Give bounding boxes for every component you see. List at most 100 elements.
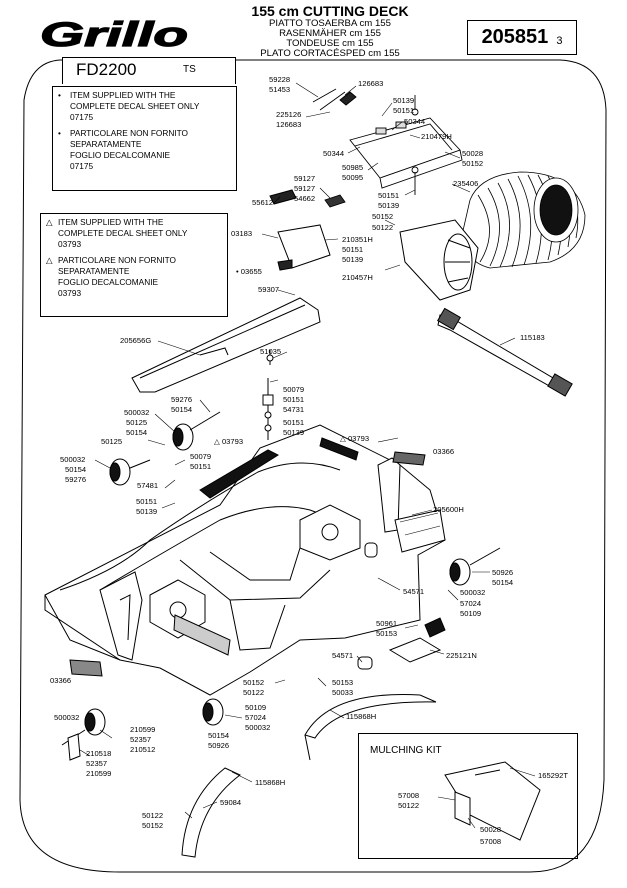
callout: 50151 — [378, 191, 400, 200]
drive-shaft — [437, 307, 573, 397]
callout: 210599 — [130, 725, 156, 734]
note-line: 03793 — [58, 288, 82, 299]
skid-plate — [388, 637, 442, 663]
note-decal-03793: △ ITEM SUPPLIED WITH THE COMPLETE DECAL … — [40, 213, 228, 317]
decal-03366-rear — [392, 451, 426, 466]
callout: △ 03793 — [214, 437, 244, 446]
callout: 57024 — [245, 713, 267, 722]
callout: 205600H — [433, 505, 464, 514]
callout: 50122 — [398, 801, 420, 810]
callout: 50344 — [404, 117, 426, 126]
callout: 50152 — [372, 212, 394, 221]
callout: 50961 — [376, 619, 398, 628]
callout: 59127 — [294, 174, 316, 183]
callout: 57481 — [137, 481, 159, 490]
callout: 500032 — [54, 713, 80, 722]
callout: 50152 — [243, 678, 265, 687]
callout: 225121N — [446, 651, 477, 660]
callout: 50151 — [283, 418, 305, 427]
callout: 210351H — [342, 235, 373, 244]
callout: 50122 — [142, 811, 164, 820]
callout: 210479H — [421, 132, 452, 141]
callout: 50985 — [342, 163, 364, 172]
subtitle-it: PIATTO TOSAERBA cm 155 — [269, 17, 391, 29]
callout: 235406 — [453, 179, 479, 188]
callout: 50926 — [492, 568, 514, 577]
callout: 50033 — [332, 688, 354, 697]
callout: 50151 — [136, 497, 158, 506]
callout: 50153 — [376, 629, 398, 638]
callout: 50139 — [393, 96, 415, 105]
note-line: 07175 — [70, 112, 94, 123]
discharge-chute — [399, 219, 479, 301]
callout: 50125 — [101, 437, 123, 446]
center-fasteners — [262, 350, 274, 440]
title-block: 155 cm CUTTING DECK PIATTO TOSAERBA cm 1… — [200, 4, 460, 59]
mulching-kit-title: MULCHING KIT — [370, 745, 442, 756]
part-number: 205851 — [481, 26, 549, 48]
triangle-icon: △ — [46, 217, 53, 227]
subtitle-es: PLATO CORTACÉSPED cm 155 — [260, 47, 400, 59]
note-line: PARTICOLARE NON FORNITO — [58, 254, 177, 265]
callout: 50028 — [462, 149, 484, 158]
rollers — [61, 411, 501, 746]
subtitle-fr: TONDEUSE cm 155 — [286, 37, 374, 49]
front-cover — [131, 297, 321, 393]
subtitle-de: RASENMÄHER cm 155 — [279, 27, 381, 39]
mulching-plate — [444, 761, 541, 841]
callout: 50109 — [245, 703, 267, 712]
callout: 50079 — [190, 452, 212, 461]
callout: 50139 — [342, 255, 364, 264]
callout: 59228 — [269, 75, 291, 84]
callout: 54571 — [403, 587, 425, 596]
triangle-icon: △ — [46, 254, 53, 265]
callout: 50344 — [323, 149, 345, 158]
callout: 50153 — [332, 678, 354, 687]
sheet-number: 3 — [556, 34, 563, 47]
callout: 115183 — [520, 333, 545, 342]
note-line: 03793 — [58, 239, 82, 250]
callout: 500032 — [245, 723, 271, 732]
svg-text:Grillo: Grillo — [40, 16, 188, 54]
callout: 50139 — [378, 201, 400, 210]
note-line: ITEM SUPPLIED WITH THE — [58, 217, 164, 227]
callout: 50125 — [126, 418, 148, 427]
callout: 210457H — [342, 273, 373, 282]
callout: 500032 — [124, 408, 150, 417]
note-decal-07175: • ITEM SUPPLIED WITH THE COMPLETE DECAL … — [52, 86, 237, 191]
callout: 52357 — [130, 735, 152, 744]
callout: 115868H — [255, 778, 286, 787]
callout: 55612 — [252, 198, 274, 207]
callout: 126683 — [358, 79, 384, 88]
callout: 59276 — [171, 395, 193, 404]
note-line: PARTICOLARE NON FORNITO — [70, 127, 189, 138]
callout: 50154 — [126, 428, 148, 437]
bullet-icon: • — [58, 127, 61, 138]
note-line: FOGLIO DECALCOMANIE — [58, 276, 159, 287]
callout: 50079 — [283, 385, 305, 394]
callout: 50154 — [65, 465, 87, 474]
callout: 50139 — [283, 428, 305, 437]
callout: 59307 — [258, 285, 280, 294]
callout: 50154 — [208, 731, 230, 740]
callout: 52357 — [86, 759, 108, 768]
top-bracket — [312, 88, 463, 208]
note-line: SEPARATAMENTE — [70, 138, 142, 149]
deflector-guard — [269, 189, 331, 271]
callout: 54662 — [294, 194, 316, 203]
bullet-icon: • — [58, 90, 61, 100]
callout: 50152 — [462, 159, 484, 168]
callout: 500032 — [60, 455, 86, 464]
callout: 126683 — [276, 120, 302, 129]
callout: 50139 — [136, 507, 158, 516]
callout: 500032 — [460, 588, 486, 597]
callout: 03183 — [231, 229, 253, 238]
callout: 03366 — [50, 676, 72, 685]
part-number-box: 205851 3 — [467, 20, 577, 55]
callout: 165292T — [538, 771, 568, 780]
strap-upper — [304, 694, 437, 739]
note-line: FOGLIO DECALCOMANIE — [70, 149, 171, 160]
callout: 50151 — [283, 395, 305, 404]
callout: 59127 — [294, 184, 316, 193]
